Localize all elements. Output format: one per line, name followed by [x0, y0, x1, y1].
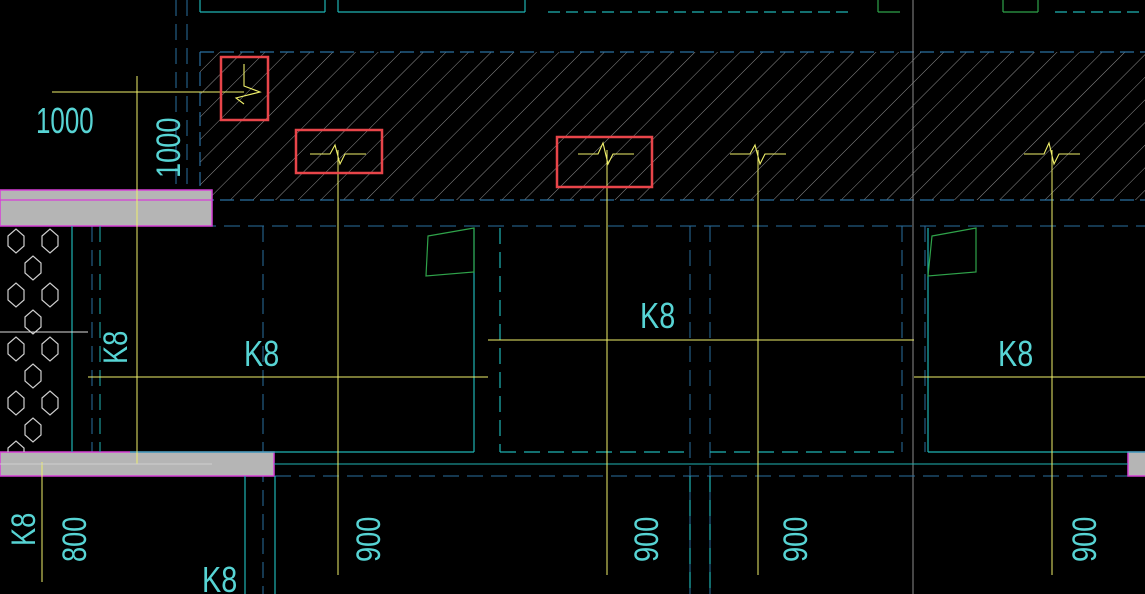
green-marks: [425, 227, 977, 277]
highlight-box-1[interactable]: [219, 55, 270, 122]
highlight-box-3[interactable]: [555, 135, 654, 189]
room-k8-right: K8: [998, 333, 1033, 374]
highlight-boxes: [219, 55, 654, 189]
dim-900-c: 900: [776, 517, 815, 562]
rebar-lines: [0, 76, 1145, 582]
room-k8-bottom-vertical: K8: [4, 513, 43, 546]
dim-900-b: 900: [627, 517, 666, 562]
highlight-box-2[interactable]: [294, 128, 384, 175]
break-line-icon: [730, 143, 786, 166]
hexagon-fill-pattern: [7, 228, 59, 452]
room-k8-center: K8: [640, 295, 675, 336]
dim-800: 800: [55, 517, 94, 562]
gray-slab-bars: [0, 189, 1145, 477]
dim-900-a: 900: [349, 517, 388, 562]
break-line-symbols: [234, 64, 1080, 166]
break-line-icon: [1024, 141, 1080, 166]
hatched-slab-zone: [199, 51, 1145, 201]
break-line-icon: [234, 64, 262, 105]
dim-900-d: 900: [1065, 517, 1104, 562]
break-line-icon: [578, 141, 634, 166]
dim-1000-vertical: 1000: [149, 118, 188, 178]
dim-1000-left: 1000: [36, 101, 94, 141]
break-line-icon: [310, 143, 366, 166]
room-k8-left-vertical: K8: [96, 331, 135, 364]
room-k8-main: K8: [244, 333, 279, 374]
room-k8-bottom: K8: [202, 559, 237, 594]
top-wall-fragments: [199, 0, 1145, 13]
